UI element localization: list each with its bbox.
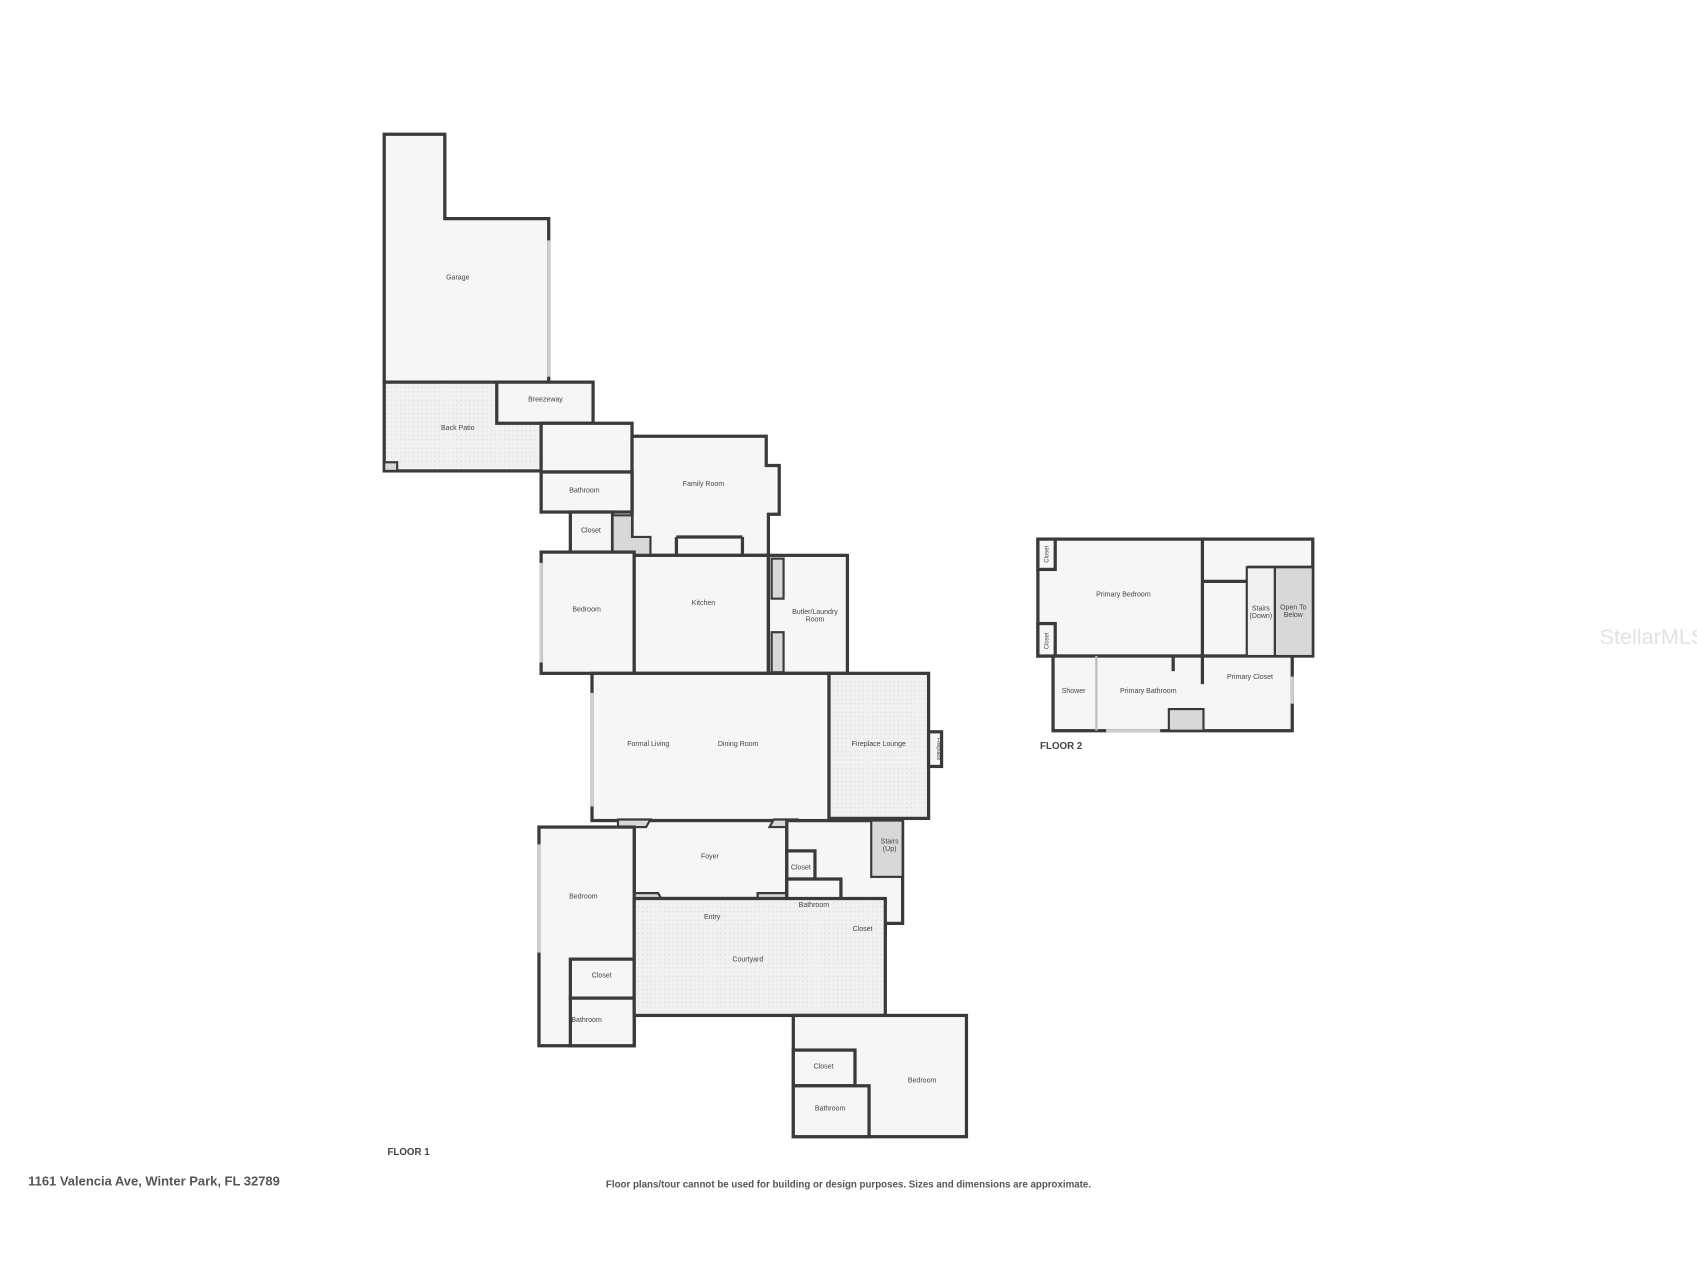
room-label: Closet	[581, 528, 601, 535]
room-label: Formal Living	[627, 741, 669, 748]
closet	[1036, 537, 1057, 572]
stairs-up	[870, 819, 904, 878]
room-label: Primary Closet	[1227, 674, 1273, 681]
room-label: Shower	[1062, 688, 1086, 695]
floor-2: Closet Closet Primary Bedroom Stairs (Do…	[1036, 537, 1315, 752]
breezeway	[495, 380, 595, 425]
fireplace	[926, 730, 944, 769]
room-label: Closet	[814, 1063, 834, 1070]
room-label: Back Patio	[441, 425, 475, 432]
room-label: (Up)	[883, 846, 897, 853]
disclaimer: Floor plans/tour cannot be used for buil…	[606, 1180, 1091, 1191]
room-label: Bedroom	[908, 1078, 937, 1085]
room-label: Bathroom	[571, 1017, 602, 1024]
room-label: Family Room	[683, 481, 724, 488]
floor-1-label: FLOOR 1	[387, 1147, 430, 1158]
room-label: Bedroom	[569, 894, 598, 901]
room-label: Below	[1284, 612, 1304, 619]
room-label: Entry	[704, 914, 721, 921]
closet	[1036, 621, 1057, 658]
watermark: StellarMLS	[1600, 624, 1697, 649]
room-label: Closet	[853, 926, 873, 933]
room-label: Dining Room	[718, 741, 759, 748]
room-label: Stairs	[881, 838, 899, 845]
room-label: Bathroom	[569, 488, 600, 495]
garage	[382, 132, 551, 384]
floor-2-label: FLOOR 2	[1040, 741, 1083, 752]
room-label: Fireplace	[935, 738, 941, 760]
bathroom	[568, 996, 636, 1048]
address: 1161 Valencia Ave, Winter Park, FL 32789	[28, 1173, 280, 1188]
closet	[785, 849, 817, 881]
room-label: Room	[806, 616, 825, 623]
room-label: Foyer	[701, 853, 720, 860]
room-label: Stairs	[1252, 606, 1270, 613]
room-label: Closet	[592, 973, 612, 980]
kitchen	[632, 553, 771, 675]
room-label: (Down)	[1250, 613, 1273, 620]
room-label: Bathroom	[799, 902, 830, 909]
room-label: Open To	[1280, 604, 1306, 611]
room-label: Butler/Laundry	[792, 609, 838, 616]
bedroom	[539, 550, 636, 675]
room-label: Closet	[1045, 632, 1051, 649]
room-label: Fireplace Lounge	[852, 741, 906, 748]
room-label: Breezeway	[528, 397, 563, 404]
bathroom	[791, 1084, 871, 1139]
courtyard	[632, 896, 887, 1018]
room-label: Garage	[446, 274, 469, 281]
room-label: Closet	[791, 864, 811, 871]
room-label: Bedroom	[572, 607, 601, 614]
formal-living-dining	[590, 671, 831, 823]
room-label: Bathroom	[815, 1106, 846, 1113]
room-label: Kitchen	[692, 600, 715, 607]
room-label: Courtyard	[732, 956, 763, 963]
open-to-below	[1273, 566, 1314, 658]
room-label: Primary Bedroom	[1096, 591, 1151, 598]
room-label: Primary Bathroom	[1120, 688, 1177, 695]
floor-1: Garage Breezeway Back Patio Family Room …	[382, 132, 969, 1158]
room-label: Closet	[1045, 546, 1051, 563]
